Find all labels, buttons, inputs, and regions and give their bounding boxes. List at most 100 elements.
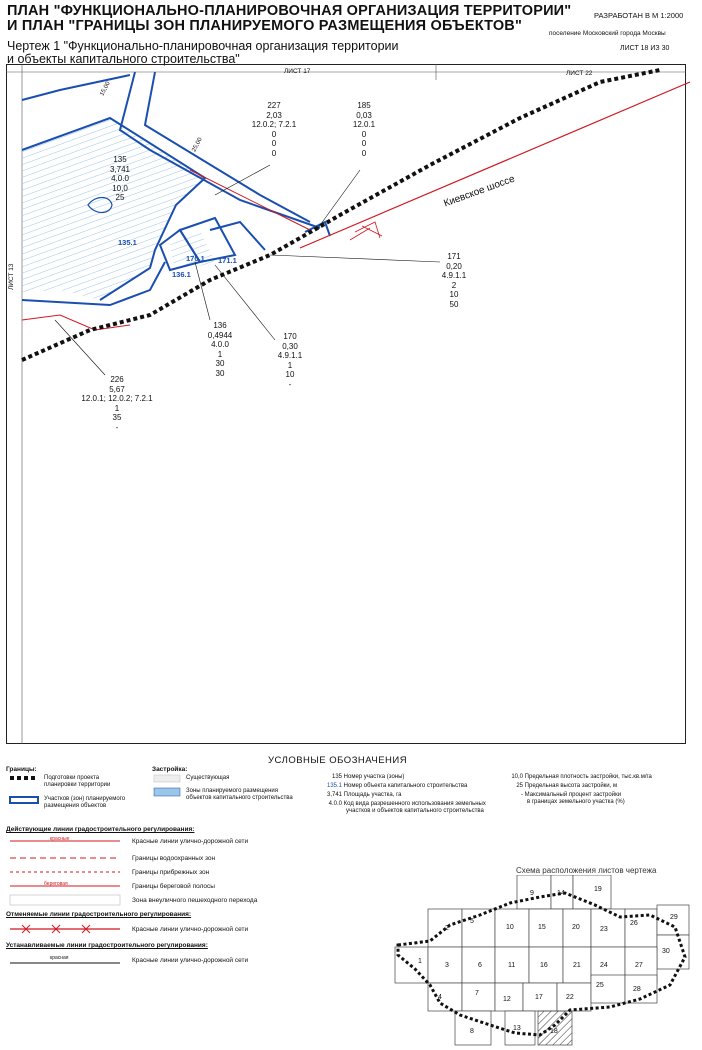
crossing-mark (349, 221, 383, 241)
scheme-num-6: 6 (478, 962, 482, 969)
zone-label-171-1: 171.1 (218, 256, 237, 265)
zone-label-136-1: 136.1 (172, 270, 191, 279)
zone-label-170-1: 170.1 (186, 254, 205, 263)
scheme-num-27: 27 (635, 962, 643, 969)
scheme-num-21: 21 (573, 962, 581, 969)
road-edge-line (299, 81, 691, 249)
zone-227-inner-border (143, 71, 311, 223)
scheme-cell-11 (494, 946, 530, 984)
zone-label-135-1: 135.1 (118, 238, 137, 247)
scheme-num-13: 13 (513, 1025, 521, 1032)
legend-codes-right: 10,0 Предельная плотность застройки, тыс… (511, 774, 652, 805)
scheme-cell-21 (562, 946, 592, 984)
leader-170 (214, 264, 276, 341)
subtitle-line-2: и объекты капитального строительства" (7, 52, 240, 66)
scheme-cell-6 (461, 946, 496, 984)
scheme-cell-20 (562, 908, 592, 948)
scheme-cell-7 (461, 982, 496, 1012)
legend-set-red: Красные линии улично-дорожной сети (132, 957, 249, 964)
symbol-cancel-marks (21, 924, 91, 934)
scheme-cell-10 (494, 908, 530, 948)
legend-cancel-red: Красные линии улично-дорожной сети (132, 926, 249, 933)
leader-227 (214, 164, 271, 196)
scheme-cell-5 (461, 908, 496, 948)
leader-171 (269, 254, 441, 263)
legend-build-existing: Существующая (186, 775, 230, 781)
scheme-cell-17 (522, 982, 558, 1012)
scheme-cell-9 (516, 875, 552, 910)
leader-185 (317, 169, 361, 229)
sheet-label-top-left: ЛИСТ 17 (284, 68, 311, 75)
page-title: ПЛАН "ФУНКЦИОНАЛЬНО-ПЛАНИРОВОЧНАЯ ОРГАНИ… (7, 4, 571, 34)
symbol-crossing (9, 894, 121, 906)
sheet-number: ЛИСТ 18 ИЗ 30 (620, 45, 670, 52)
scheme-num-23: 23 (600, 926, 608, 933)
legend-set-tag: красная (50, 955, 69, 961)
red-line-south (21, 314, 131, 331)
legend-symbols (9, 774, 181, 964)
scheme-project-boundary (396, 891, 687, 1037)
scheme-num-24: 24 (600, 962, 608, 969)
legend-set-heading: Устанавливаемые линии градостроительного… (6, 942, 208, 949)
scheme-num-18: 18 (550, 1028, 558, 1035)
scheme-num-16: 16 (540, 962, 548, 969)
scheme-num-10: 10 (506, 924, 514, 931)
scheme-cell-12 (494, 982, 524, 1012)
leader-136 (194, 261, 211, 321)
scheme-cell-16 (528, 946, 564, 984)
scheme-num-8: 8 (470, 1028, 474, 1035)
title-line-1: ПЛАН "ФУНКЦИОНАЛЬНО-ПЛАНИРОВОЧНАЯ ОРГАНИ… (7, 3, 572, 19)
scheme-num-11: 11 (508, 962, 515, 969)
legend-red-tag: красные (50, 836, 70, 842)
scheme-num-4: 4 (438, 994, 442, 1001)
legend-borders-heading: Границы: (6, 766, 37, 773)
page-subtitle: Чертеж 1 "Функционально-планировочная ор… (7, 40, 399, 66)
scheme-num-17: 17 (535, 994, 543, 1001)
legend-codes-left: 135 Номер участка (зоны) 135.1 Номер объ… (326, 774, 486, 814)
scheme-num-15: 15 (538, 924, 546, 931)
scheme-cell-25 (590, 974, 626, 1004)
scheme-num-3: 3 (445, 962, 449, 969)
scheme-num-29: 29 (670, 914, 678, 921)
project-boundary (21, 68, 661, 362)
scheme-num-7: 7 (475, 990, 479, 997)
title-line-2: И ПЛАН "ГРАНИЦЫ ЗОН ПЛАНИРУЕМОГО РАЗМЕЩЕ… (7, 18, 523, 34)
scheme-cell-23 (590, 908, 626, 948)
scheme-cell-15 (528, 908, 564, 948)
legend-cancel-heading: Отменяемые линии градостроительного регу… (6, 911, 192, 918)
scale-note: РАЗРАБОТАН В М 1:2000 (594, 11, 684, 20)
scheme-num-12: 12 (503, 996, 511, 1003)
legend-build-heading: Застройка: (152, 766, 188, 773)
red-line-cancelled (189, 169, 311, 231)
symbol-planned (153, 787, 181, 797)
legend-coastal-lines: Границы прибрежных зон (132, 869, 210, 876)
symbol-zone-border (9, 796, 39, 804)
scheme-cell-22 (556, 982, 592, 1012)
subtitle-line-1: Чертеж 1 "Функционально-планировочная ор… (7, 39, 399, 53)
pond-outline (87, 196, 113, 214)
scheme-num-22: 22 (566, 994, 574, 1001)
zone-135-border (21, 116, 207, 301)
legend-water-lines: Границы водоохранных зон (132, 855, 216, 862)
legend-shore-lines: Границы береговой полосы (132, 883, 215, 890)
sheet-label-left: ЛИСТ 13 (8, 263, 15, 290)
zone-135-hatch (22, 118, 205, 300)
scheme-num-5: 5 (470, 918, 474, 925)
settlement-note: поселение Московский города Москвы (549, 30, 666, 37)
scheme-cell-18-current (537, 1010, 573, 1046)
map-frame (6, 64, 686, 744)
scheme-cell-3 (427, 946, 463, 984)
leader-226 (54, 319, 106, 376)
scheme-cell-19 (572, 875, 612, 910)
scheme-title: Схема расположения листов чертежа (516, 866, 657, 875)
zone-north-border (21, 74, 131, 101)
zone-227-border (118, 71, 321, 229)
legend-title: УСЛОВНЫЕ ОБОЗНАЧЕНИЯ (268, 755, 408, 766)
